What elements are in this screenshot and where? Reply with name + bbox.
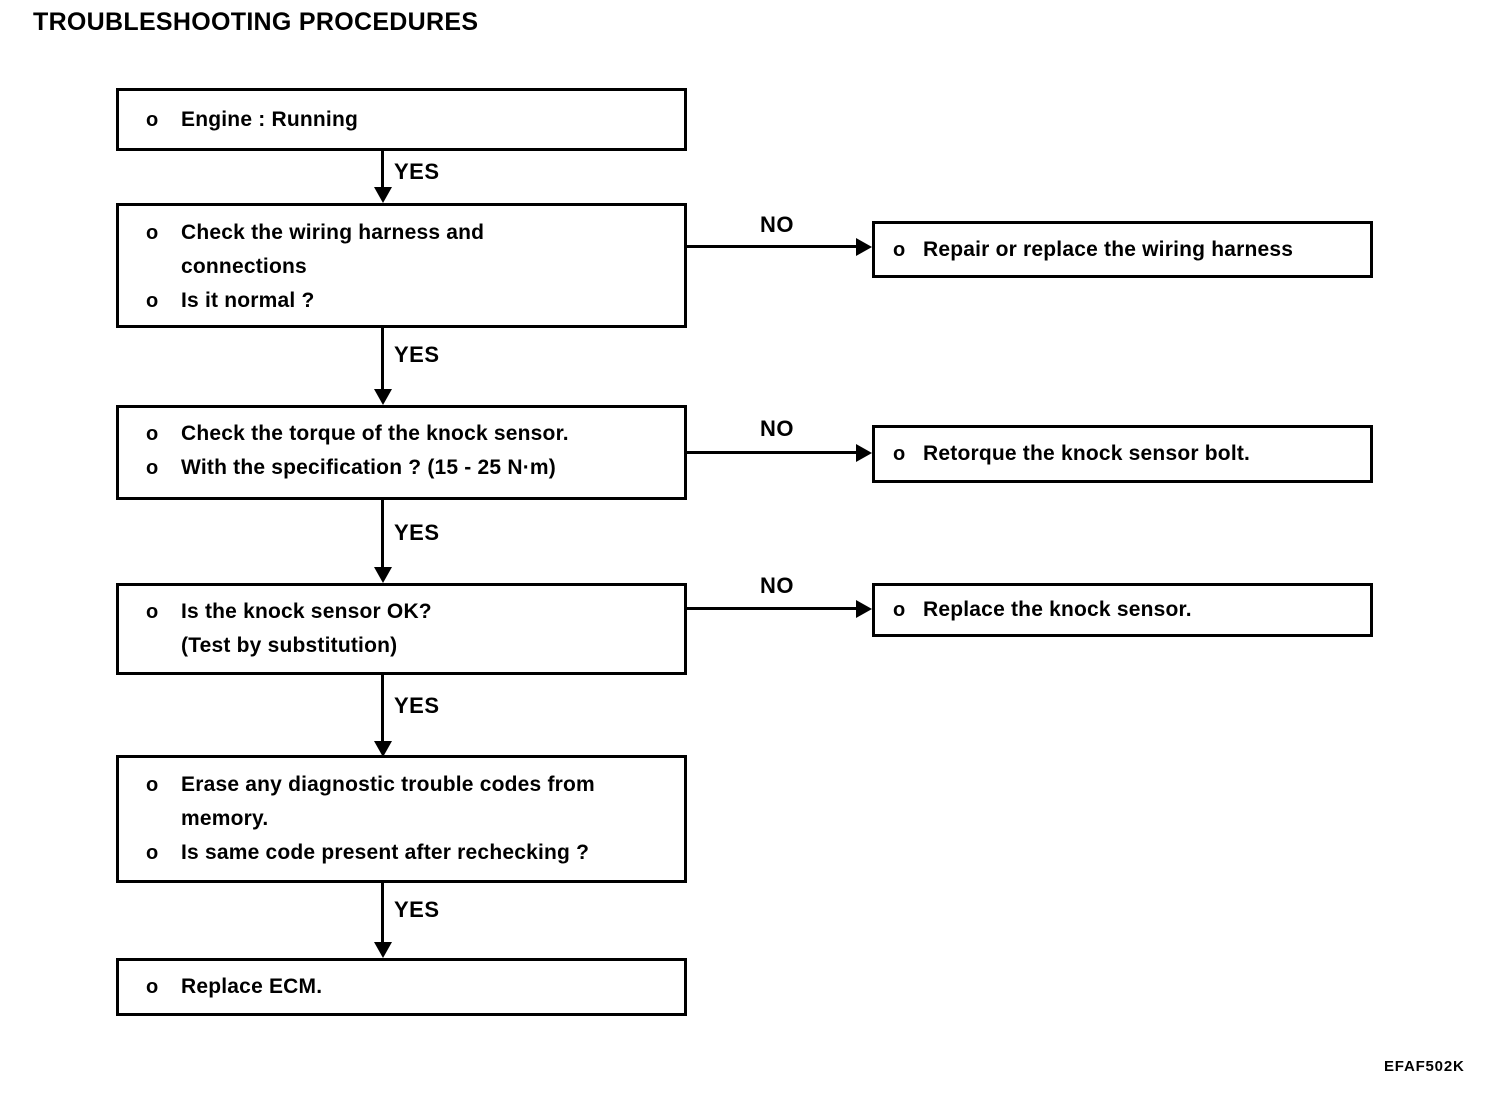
step-text: Engine : Running — [181, 107, 359, 131]
step-text: memory. — [181, 807, 269, 830]
bullet-marker: o — [893, 238, 906, 261]
flow-action-repair-wiring-harness: o Repair or replace the wiring harness — [872, 221, 1373, 278]
connector-no-1 — [685, 245, 858, 248]
step-text: Erase any diagnostic trouble codes from — [181, 773, 595, 796]
step-line: o With the specification ? (15 - 25 N·m) — [119, 451, 684, 485]
step-line: memory. — [119, 802, 684, 836]
yes-label-5: YES — [394, 897, 440, 922]
step-text: Check the wiring harness and — [181, 221, 485, 244]
arrowhead-down-icon — [374, 187, 392, 203]
action-text: Replace the knock sensor. — [923, 598, 1192, 621]
action-line: o Replace the knock sensor. — [875, 593, 1192, 627]
bullet-marker: o — [146, 976, 159, 998]
flow-step-engine-running: o Engine : Running — [116, 88, 687, 151]
action-text: Repair or replace the wiring harness — [923, 237, 1294, 261]
step-text: Is the knock sensor OK? — [181, 600, 432, 623]
page-title: TROUBLESHOOTING PROCEDURES — [33, 8, 479, 36]
connector-yes-5 — [381, 883, 384, 944]
flow-action-retorque-bolt: o Retorque the knock sensor bolt. — [872, 425, 1373, 483]
bullet-marker: o — [146, 601, 159, 623]
arrowhead-down-icon — [374, 389, 392, 405]
no-label-3: NO — [760, 573, 794, 598]
bullet-marker: o — [146, 457, 159, 479]
step-text: Replace ECM. — [181, 975, 323, 998]
step-text: Is it normal ? — [181, 289, 315, 312]
step-text: Is same code present after rechecking ? — [181, 841, 590, 864]
arrowhead-down-icon — [374, 942, 392, 958]
step-text: connections — [181, 255, 307, 278]
bullet-marker: o — [893, 599, 906, 621]
figure-code: EFAF502K — [1384, 1058, 1465, 1075]
yes-label-2: YES — [394, 342, 440, 367]
bullet-marker: o — [146, 222, 159, 244]
bullet-marker: o — [893, 443, 906, 465]
connector-yes-3 — [381, 500, 384, 569]
flow-step-knock-sensor-ok: o Is the knock sensor OK? (Test by subst… — [116, 583, 687, 675]
step-text: With the specification ? (15 - 25 N·m) — [181, 456, 556, 479]
flow-step-check-wiring-harness: o Check the wiring harness and connectio… — [116, 203, 687, 328]
action-line: o Repair or replace the wiring harness — [875, 233, 1293, 267]
bullet-marker: o — [146, 423, 159, 445]
step-line: o Is it normal ? — [119, 284, 684, 318]
connector-no-2 — [685, 451, 858, 454]
connector-no-3 — [685, 607, 858, 610]
step-text: Check the torque of the knock sensor. — [181, 422, 569, 445]
arrowhead-right-icon — [856, 600, 872, 618]
step-line: o Is same code present after rechecking … — [119, 836, 684, 870]
step-line: o Erase any diagnostic trouble codes fro… — [119, 768, 684, 802]
connector-yes-1 — [381, 151, 384, 189]
yes-label-1: YES — [394, 159, 440, 184]
flow-step-erase-codes: o Erase any diagnostic trouble codes fro… — [116, 755, 687, 883]
yes-label-4: YES — [394, 693, 440, 718]
arrowhead-right-icon — [856, 444, 872, 462]
flow-action-replace-knock-sensor: o Replace the knock sensor. — [872, 583, 1373, 637]
step-line: o Replace ECM. — [119, 970, 322, 1004]
flow-step-replace-ecm: o Replace ECM. — [116, 958, 687, 1016]
arrowhead-down-icon — [374, 567, 392, 583]
arrowhead-down-icon — [374, 741, 392, 757]
step-line: (Test by substitution) — [119, 629, 684, 663]
step-text: (Test by substitution) — [181, 634, 398, 657]
action-text: Retorque the knock sensor bolt. — [923, 442, 1251, 465]
step-line: o Check the torque of the knock sensor. — [119, 417, 684, 451]
connector-yes-2 — [381, 328, 384, 391]
bullet-marker: o — [146, 108, 159, 131]
connector-yes-4 — [381, 675, 384, 743]
arrowhead-right-icon — [856, 238, 872, 256]
step-line: o Check the wiring harness and — [119, 216, 684, 250]
bullet-marker: o — [146, 842, 159, 864]
step-line: o Is the knock sensor OK? — [119, 595, 684, 629]
no-label-1: NO — [760, 212, 794, 237]
yes-label-3: YES — [394, 520, 440, 545]
bullet-marker: o — [146, 774, 159, 796]
bullet-marker: o — [146, 290, 159, 312]
step-line: o Engine : Running — [119, 103, 358, 137]
flow-step-check-torque: o Check the torque of the knock sensor. … — [116, 405, 687, 500]
action-line: o Retorque the knock sensor bolt. — [875, 437, 1250, 471]
no-label-2: NO — [760, 416, 794, 441]
step-line: connections — [119, 250, 684, 284]
